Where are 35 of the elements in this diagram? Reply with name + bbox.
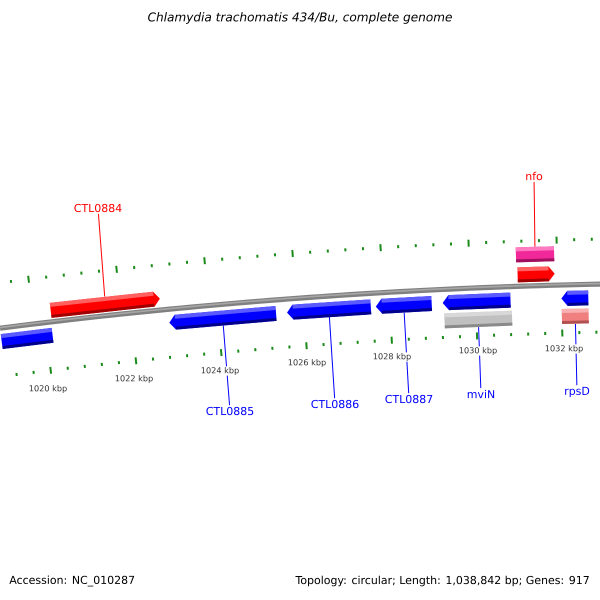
gene-feature (442, 292, 511, 310)
gene-feature (517, 266, 555, 282)
gene-feature (376, 296, 432, 314)
gene-feature (50, 292, 160, 318)
footer-text: Accession: NC_010287 (9, 576, 134, 586)
scale-label: 1028 kbp (372, 352, 412, 362)
leader-line (478, 326, 482, 389)
title: Chlamydia trachomatis 434/Bu, complete genome (148, 12, 452, 24)
gene-feature (561, 290, 588, 306)
gene-label: mviN (468, 390, 494, 398)
gene-feature (444, 310, 512, 328)
gene-label: CTL0887 (385, 394, 432, 404)
gene-label: CTL0886 (311, 400, 358, 408)
gene-label: nfo (526, 172, 542, 180)
gene-label: CTL0884 (74, 204, 122, 212)
leader-line (222, 325, 230, 406)
gene-feature (169, 306, 277, 330)
gene-feature (287, 299, 372, 320)
leader-line (404, 312, 410, 394)
leader-line (328, 316, 336, 399)
leader-line (98, 213, 106, 297)
footer-text: Topology: circular; Length: 1,038,842 bp; Genes: 917 (295, 576, 589, 586)
leader-line (534, 181, 536, 247)
scale-label: 1026 kbp (287, 358, 327, 368)
gene-feature (562, 308, 589, 324)
scale-label: 1032 kbp (544, 344, 584, 354)
scale-label: 1030 kbp (458, 346, 498, 356)
gene-label: rpsD (565, 386, 590, 398)
scale-label: 1022 kbp (114, 374, 154, 384)
scale-label: 1020 kbp (28, 384, 68, 394)
leader-line (574, 323, 578, 386)
gene-feature (0, 328, 54, 350)
gene-label: CTL0885 (206, 406, 254, 416)
gene-feature (516, 246, 554, 262)
scale-label: 1024 kbp (200, 366, 240, 376)
